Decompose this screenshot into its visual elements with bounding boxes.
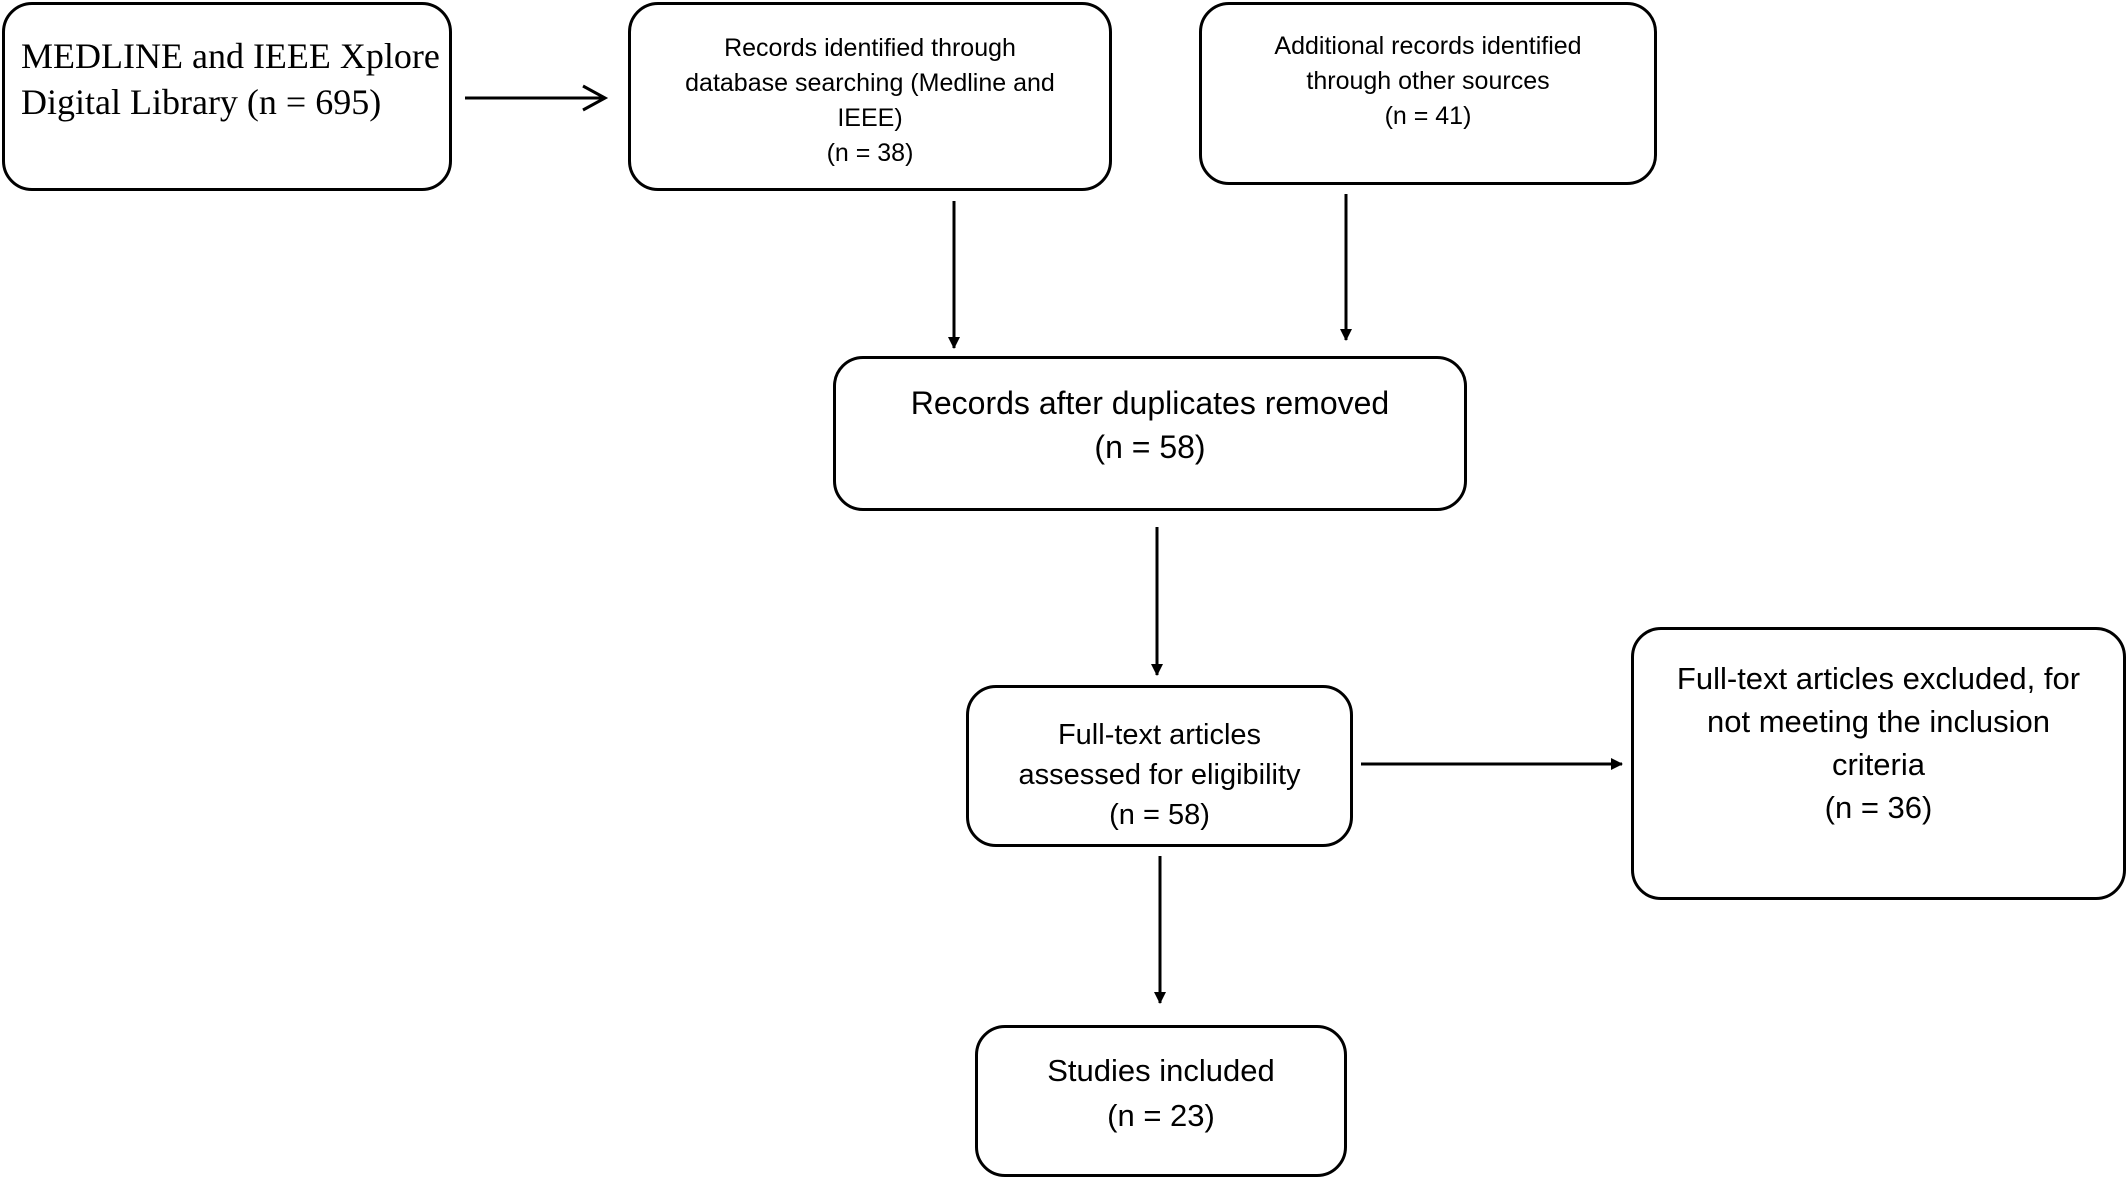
studies-included-line-1: Studies included xyxy=(1047,1053,1275,1088)
excluded-box: Full-text articles excluded, for not mee… xyxy=(1631,627,2126,900)
source-box-line-2: Digital Library (n = 695) xyxy=(21,82,382,122)
duplicates-removed-count: (n = 58) xyxy=(1094,429,1206,465)
database-records-box: Records identified through database sear… xyxy=(628,2,1112,191)
studies-included-box: Studies included (n = 23) xyxy=(975,1025,1347,1177)
arrow-source-to-database xyxy=(465,84,609,112)
database-records-line-2: database searching (Medline and xyxy=(685,69,1055,97)
excluded-line-1: Full-text articles excluded, for xyxy=(1676,661,2081,696)
duplicates-removed-box: Records after duplicates removed (n = 58… xyxy=(833,356,1467,511)
excluded-line-3: criteria xyxy=(1831,747,1925,782)
excluded-count: (n = 36) xyxy=(1824,790,1933,825)
database-records-line-1: Records identified through xyxy=(724,34,1016,62)
duplicates-removed-line-1: Records after duplicates removed xyxy=(910,385,1390,421)
eligibility-line-2: assessed for eligibility xyxy=(1018,759,1301,791)
other-sources-line-1: Additional records identified xyxy=(1274,32,1582,60)
eligibility-line-1: Full-text articles xyxy=(1057,719,1262,751)
studies-included-count: (n = 23) xyxy=(1107,1098,1215,1133)
other-sources-line-2: through other sources xyxy=(1306,67,1550,95)
source-box-line-1: MEDLINE and IEEE Xplore xyxy=(21,36,440,76)
database-records-line-3: IEEE) xyxy=(837,104,903,132)
excluded-line-2: not meeting the inclusion xyxy=(1707,704,2050,739)
database-records-count: (n = 38) xyxy=(826,139,914,167)
other-sources-count: (n = 41) xyxy=(1384,102,1472,130)
eligibility-box: Full-text articles assessed for eligibil… xyxy=(966,685,1353,847)
other-sources-box: Additional records identified through ot… xyxy=(1199,2,1657,185)
eligibility-count: (n = 58) xyxy=(1109,799,1210,831)
source-box: MEDLINE and IEEE Xplore Digital Library … xyxy=(2,2,452,191)
